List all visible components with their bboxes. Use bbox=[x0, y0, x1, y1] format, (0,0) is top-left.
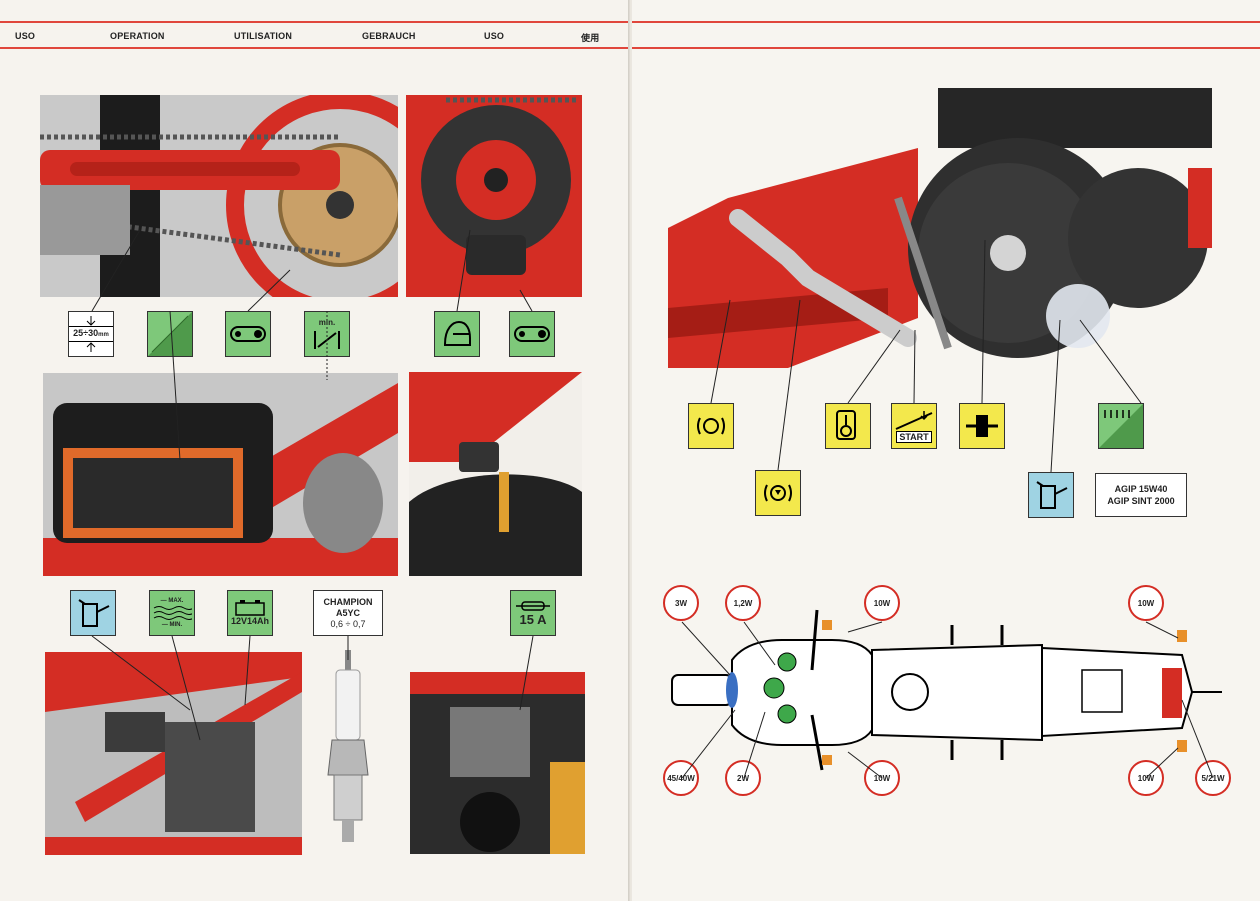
rear-brake-icon bbox=[755, 470, 801, 516]
page-spine bbox=[628, 0, 634, 901]
chain-slack-unit: mm bbox=[98, 332, 109, 338]
header-label-uso: USO bbox=[15, 31, 36, 41]
rear-disc-illustration bbox=[406, 95, 582, 297]
air-filter-illustration bbox=[43, 373, 398, 576]
bulb-rating-10w-front-left-label: 10W bbox=[873, 598, 891, 608]
bulb-rating-45-40w-label: 45/40W bbox=[667, 773, 695, 783]
bulb-rating-10w-rear-left-label: 10W bbox=[1137, 598, 1155, 608]
oil-filter-icon bbox=[1098, 403, 1144, 449]
bulb-rating-10w-rear-right: 10W bbox=[1128, 760, 1164, 796]
oil-spec-line1: AGIP 15W40 bbox=[1114, 484, 1168, 494]
side-stand-icon bbox=[825, 403, 871, 449]
gear-shift-icon bbox=[959, 403, 1005, 449]
start-label: START bbox=[896, 431, 932, 443]
air-filter-icon bbox=[147, 311, 193, 357]
engine-side-illustration bbox=[668, 88, 1212, 376]
bike-top-view-diagram bbox=[662, 600, 1222, 800]
rear-wheel-chain-illustration bbox=[40, 95, 398, 297]
start-pedal-icon: START bbox=[891, 403, 937, 449]
bulb-rating-3w-label: 3W bbox=[675, 598, 687, 608]
header-label-uso-es: USO bbox=[484, 31, 505, 41]
header-rule-top-right bbox=[632, 21, 1260, 23]
header-rule-top bbox=[0, 21, 628, 23]
left-page: USO OPERATION UTILISATION GEBRAUCH USO 使… bbox=[0, 21, 628, 855]
coolant-level-icon: — MAX. — MIN. bbox=[149, 590, 195, 636]
chain-slack-value: 25÷30 bbox=[73, 328, 99, 338]
bulb-rating-2w-label: 2W bbox=[737, 773, 749, 783]
bulb-rating-1-2w: 1,2W bbox=[725, 585, 761, 621]
bulb-rating-5-21w: 5/21W bbox=[1195, 760, 1231, 796]
coolant-max-label: MAX. bbox=[168, 598, 184, 604]
header-label-japanese: 使用 bbox=[581, 33, 600, 43]
bulb-rating-10w-rear-right-label: 10W bbox=[1137, 773, 1155, 783]
chain-lube-icon bbox=[509, 311, 555, 357]
fuse-box-illustration bbox=[410, 672, 585, 854]
helmet-icon bbox=[434, 311, 480, 357]
header-rule-bottom bbox=[0, 47, 628, 49]
bulb-rating-3w: 3W bbox=[663, 585, 699, 621]
chain-slack-icon: 25÷30mm bbox=[68, 311, 114, 357]
oil-spec-box: AGIP 15W40 AGIP SINT 2000 bbox=[1095, 473, 1187, 517]
right-page: START AGIP 15W40 AGIP SINT 2000 bbox=[632, 0, 1260, 901]
oil-spec-line2: AGIP SINT 2000 bbox=[1107, 496, 1175, 506]
spark-plug-gap: 0,6 ÷ 0,7 bbox=[330, 618, 366, 629]
bulb-rating-45-40w: 45/40W bbox=[663, 760, 699, 796]
spark-plug-model: A5YC bbox=[335, 607, 360, 618]
battery-compartment-illustration bbox=[45, 652, 302, 855]
header-label-utilisation: UTILISATION bbox=[234, 31, 293, 41]
oil-can-icon bbox=[70, 590, 116, 636]
chain-icon bbox=[225, 311, 271, 357]
bulb-rating-10w-front-left: 10W bbox=[864, 585, 900, 621]
oil-min-label: min. bbox=[318, 317, 336, 327]
bulb-rating-10w-front-right-label: 10W bbox=[873, 773, 891, 783]
bulb-rating-1-2w-label: 1,2W bbox=[733, 598, 753, 608]
bulb-rating-2w: 2W bbox=[725, 760, 761, 796]
engine-oil-can-icon bbox=[1028, 472, 1074, 518]
header-label-operation: OPERATION bbox=[110, 31, 165, 41]
header-label-gebrauch: GEBRAUCH bbox=[362, 31, 416, 41]
battery-spec-label: 12V14Ah bbox=[230, 616, 270, 626]
spark-plug-illustration bbox=[318, 650, 378, 850]
bulb-rating-5-21w-label: 5/21W bbox=[1201, 773, 1225, 783]
header-rule-bottom-right bbox=[632, 47, 1260, 49]
bulb-rating-10w-front-right: 10W bbox=[864, 760, 900, 796]
coolant-min-label: MIN. bbox=[169, 622, 183, 628]
fuse-icon: 15 A bbox=[510, 590, 556, 636]
battery-icon: 12V14Ah bbox=[227, 590, 273, 636]
spark-plug-spec-box: CHAMPION A5YC 0,6 ÷ 0,7 bbox=[313, 590, 383, 636]
oil-level-min-icon: min. bbox=[304, 311, 350, 357]
spark-plug-brand: CHAMPION bbox=[323, 596, 373, 607]
bulb-rating-10w-rear-left: 10W bbox=[1128, 585, 1164, 621]
clutch-lever-icon bbox=[688, 403, 734, 449]
fuse-rating-label: 15 A bbox=[519, 611, 547, 627]
helmet-lock-illustration bbox=[409, 372, 582, 576]
